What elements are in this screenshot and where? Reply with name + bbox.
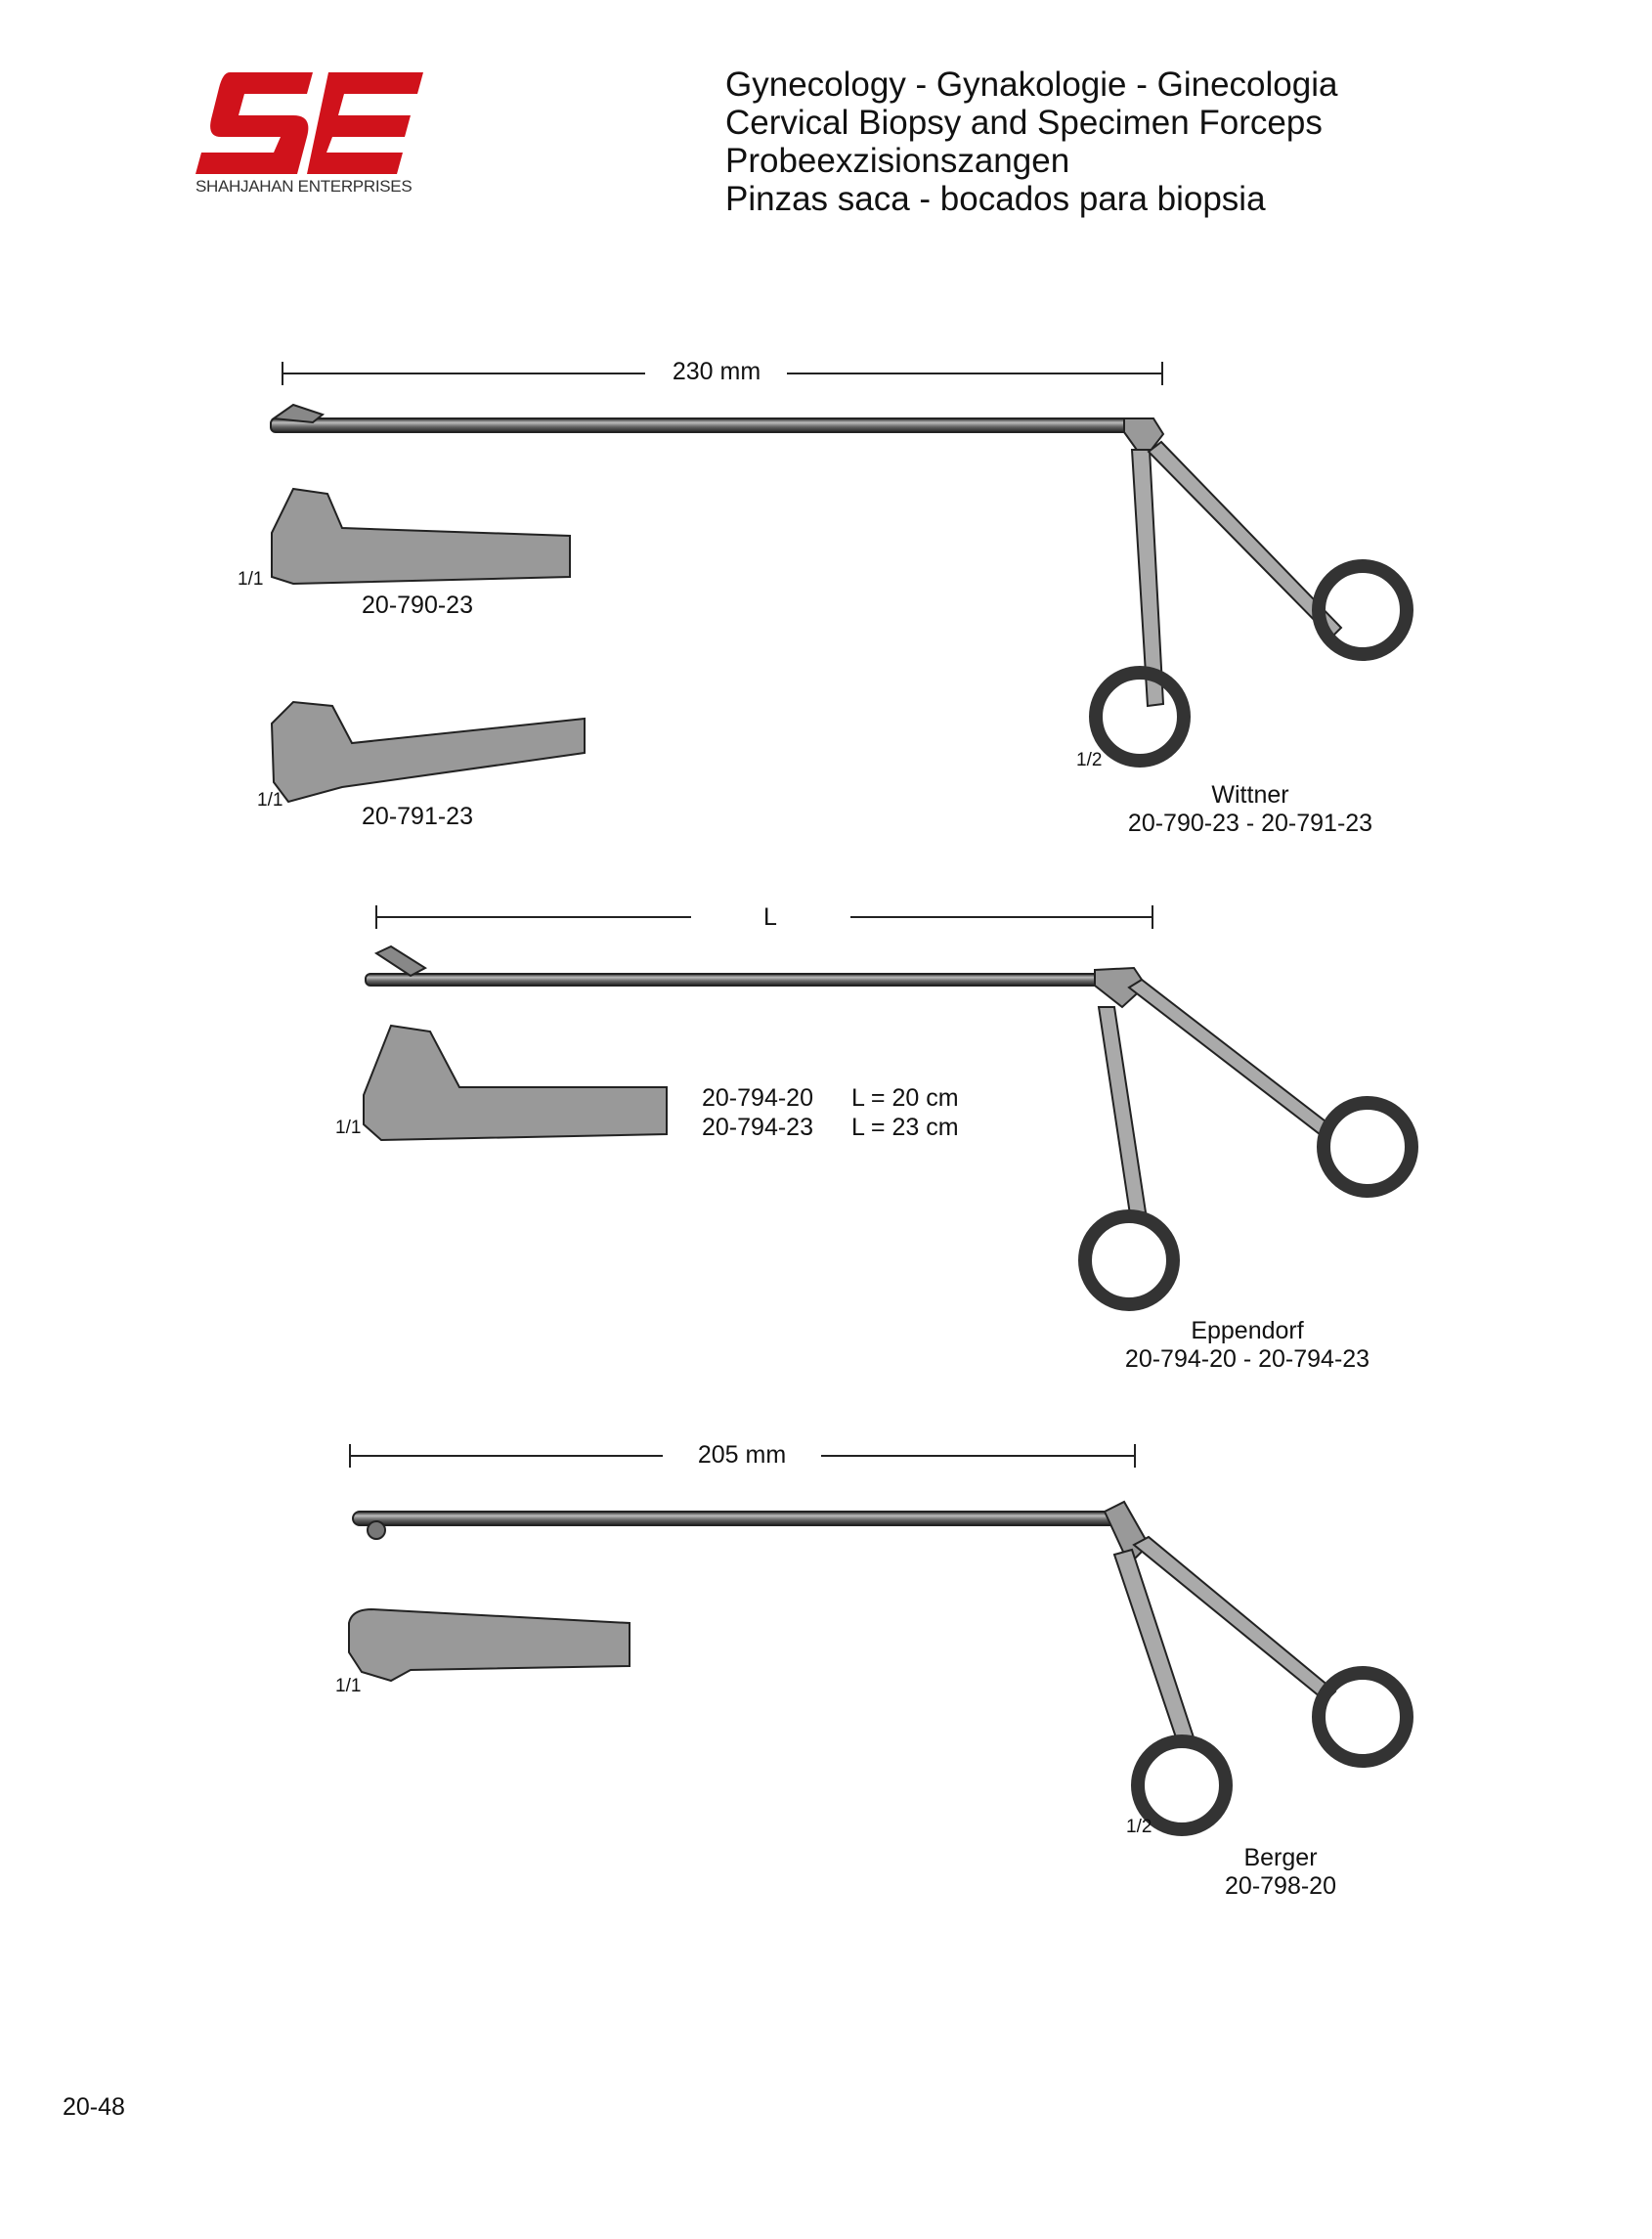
variant-code: 20-794-23: [702, 1114, 813, 1141]
variant-code: 20-794-20: [702, 1084, 813, 1112]
title-line-4: Pinzas saca - bocados para biopsia: [725, 180, 1266, 218]
length-label-eppendorf: L: [754, 903, 787, 932]
product-codes: 20-790-23 - 20-791-23: [1127, 810, 1373, 837]
drawing-scale: 1/2: [1126, 1817, 1152, 1837]
dimension-line-230mm: [282, 362, 1163, 385]
title-line-3: Probeexzisionszangen: [725, 142, 1070, 180]
product-name: Eppendorf: [1191, 1317, 1304, 1344]
detail-scale: 1/1: [335, 1118, 362, 1138]
dimension-line-205mm: [349, 1444, 1136, 1468]
length-label-berger: 205 mm: [687, 1441, 797, 1470]
product-name: Berger: [1243, 1844, 1318, 1871]
product-codes: 20-798-20: [1225, 1872, 1336, 1900]
page-number: 20-48: [63, 2093, 125, 2121]
dimension-line-L: [375, 905, 1153, 929]
detail-scale: 1/1: [257, 790, 283, 811]
wittner-forceps-drawing: [270, 403, 1413, 804]
title-line-1: Gynecology - Gynakologie - Ginecologia: [725, 66, 1338, 104]
detail-code: 20-791-23: [362, 803, 473, 830]
drawing-scale: 1/2: [1076, 750, 1103, 770]
detail-scale: 1/1: [238, 569, 264, 590]
product-codes: 20-794-20 - 20-794-23: [1124, 1345, 1370, 1373]
product-name: Wittner: [1211, 781, 1289, 809]
detail-code: 20-790-23: [362, 592, 473, 619]
title-line-2: Cervical Biopsy and Specimen Forceps: [725, 104, 1323, 142]
variant-length: L = 23 cm: [851, 1114, 959, 1141]
length-label-wittner: 230 mm: [662, 358, 771, 386]
company-name: SHAHJAHAN ENTERPRISES: [196, 177, 413, 196]
eppendorf-forceps-drawing: [363, 944, 1418, 1311]
berger-forceps-drawing: [348, 1500, 1413, 1836]
variant-length: L = 20 cm: [851, 1084, 959, 1112]
detail-scale: 1/1: [335, 1676, 362, 1696]
